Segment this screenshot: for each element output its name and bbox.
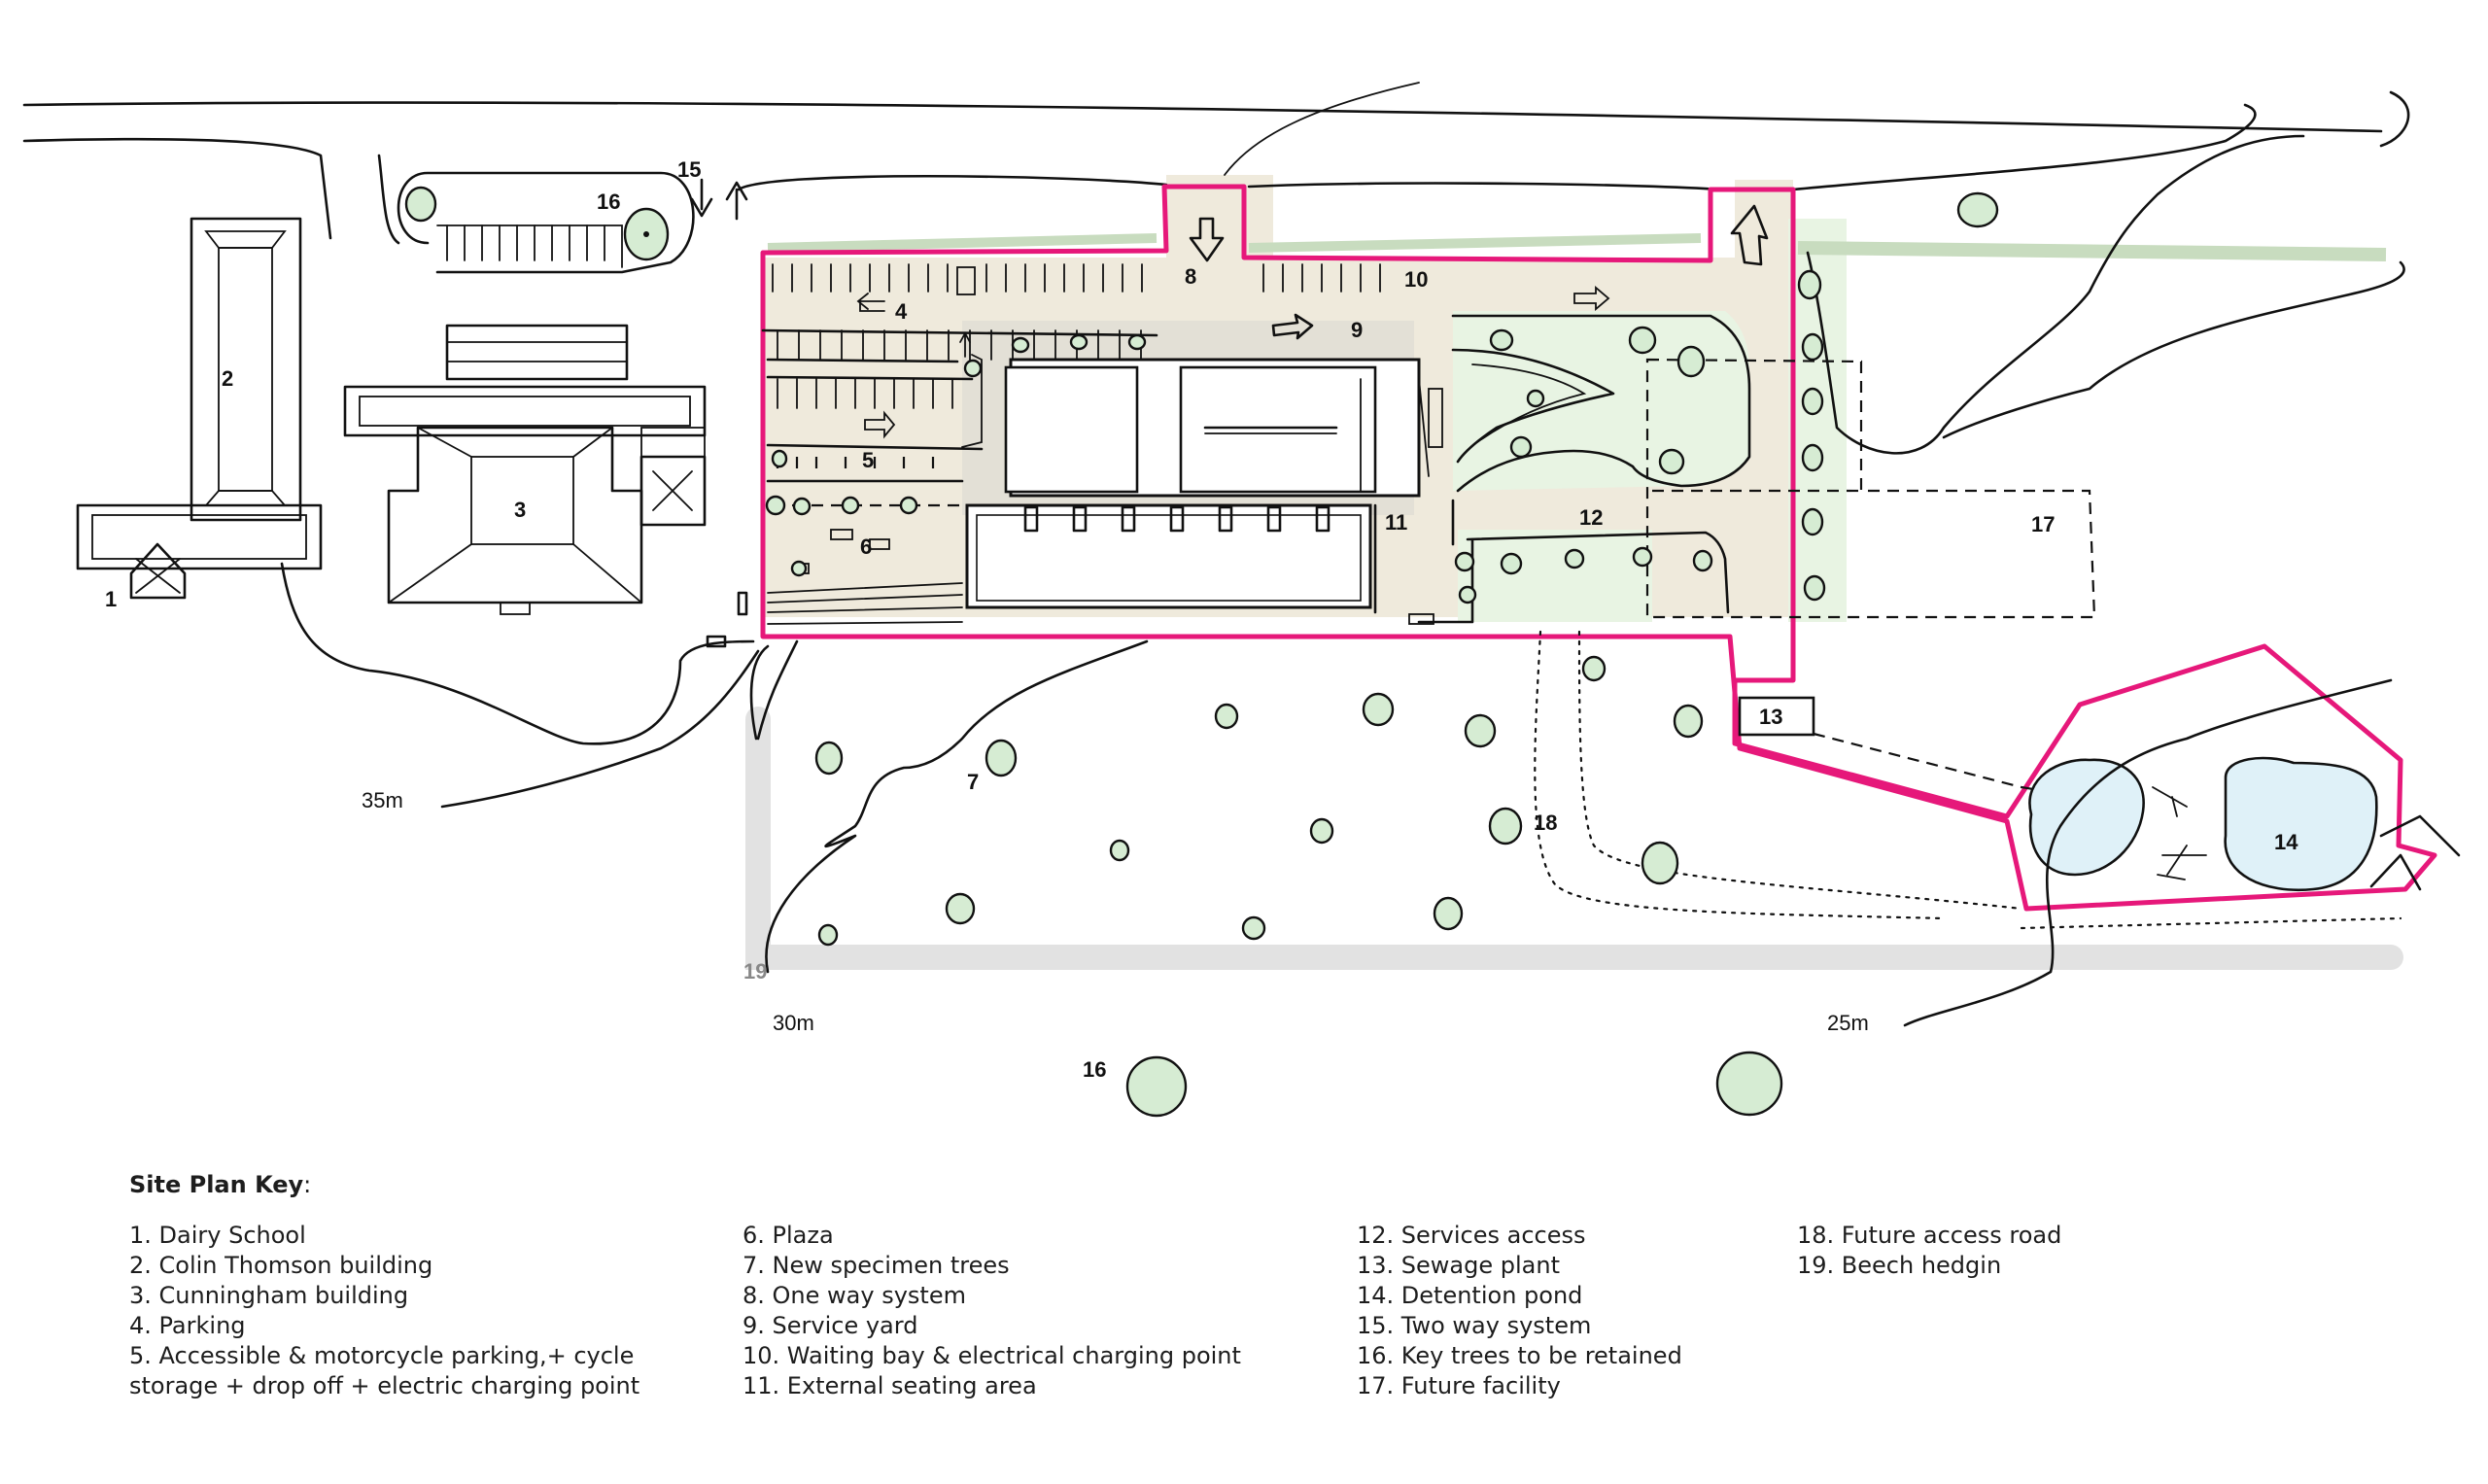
main-building [965,358,1455,614]
key-item: 12. Services access [1357,1222,1586,1249]
key-item: 17. Future facility [1357,1372,1561,1399]
key-item: 19. Beech hedgin [1797,1252,2002,1279]
key-item: 14. Detention pond [1357,1282,1583,1309]
key-item: 11. External seating area [743,1372,1037,1399]
label-14: 14 [2274,830,2298,854]
key-item: storage + drop off + electric charging p… [129,1372,640,1399]
label-11: 11 [1385,510,1407,535]
label-17: 17 [2031,512,2055,536]
key-column-4: 18. Future access road 19. Beech hedgin [1797,1221,2061,1281]
parking-loop [397,171,748,274]
contour-labels: 35m 30m 25m [362,788,1869,1035]
roadside-hedge [767,233,2387,261]
label-19: 19 [743,959,767,984]
label-8: 8 [1185,264,1196,289]
label-13: 13 [1759,705,1782,729]
label-3: 3 [514,498,526,522]
label-16-top: 16 [597,190,620,214]
key-title-text: Site Plan Key [129,1171,304,1198]
label-1: 1 [105,587,117,611]
key-item: 1. Dairy School [129,1222,306,1249]
green-loop-path [1428,314,1751,493]
key-item: 15. Two way system [1357,1312,1592,1339]
cunningham-building [343,324,707,615]
key-item: 9. Service yard [743,1312,918,1339]
key-item: 13. Sewage plant [1357,1252,1560,1279]
label-15: 15 [677,157,701,182]
plan-labels: 1 2 3 4 5 6 7 8 9 10 11 12 13 14 15 16 1… [105,157,2298,1082]
label-5: 5 [862,448,874,472]
key-item: 18. Future access road [1797,1222,2062,1249]
future-access-road [1534,630,2402,930]
key-column-3: 12. Services access 13. Sewage plant 14. D… [1357,1221,1682,1401]
flow-arrows [856,204,1769,439]
key-item: 10. Waiting bay & electrical charging po… [743,1342,1241,1369]
key-column-1: 1. Dairy School 2. Colin Thomson building… [129,1221,639,1401]
key-item: 16. Key trees to be retained [1357,1342,1682,1369]
key-item: 4. Parking [129,1312,246,1339]
label-4: 4 [895,299,908,324]
contour-35m: 35m [362,788,403,812]
label-9: 9 [1351,318,1363,342]
main-road [22,82,2410,245]
key-item: 8. One way system [743,1282,966,1309]
detention-pond [2028,756,2422,892]
contour-25m: 25m [1827,1011,1869,1035]
label-2: 2 [222,366,233,391]
key-item: 5. Accessible & motorcycle parking,+ cyc… [129,1342,635,1369]
contour-30m: 30m [773,1011,814,1035]
trees [765,191,1999,1118]
beech-hedge [745,707,2403,970]
site-plan-key-title: Site Plan Key: [129,1171,312,1198]
dairy-school-building [76,503,323,600]
label-7: 7 [967,770,979,794]
label-12: 12 [1579,505,1603,530]
label-18: 18 [1534,811,1557,835]
key-item: 3. Cunningham building [129,1282,409,1309]
key-item: 7. New specimen trees [743,1252,1010,1279]
contours [280,134,2461,1027]
site-boundary [760,184,2437,912]
label-10: 10 [1404,267,1428,292]
key-column-2: 6. Plaza 7. New specimen trees 8. One way … [743,1221,1241,1401]
colin-thomson-building [190,217,302,522]
label-16-bottom: 16 [1083,1057,1106,1082]
label-6: 6 [860,535,872,559]
key-item: 6. Plaza [743,1222,834,1249]
key-item: 2. Colin Thomson building [129,1252,433,1279]
future-facility [1645,358,2096,619]
